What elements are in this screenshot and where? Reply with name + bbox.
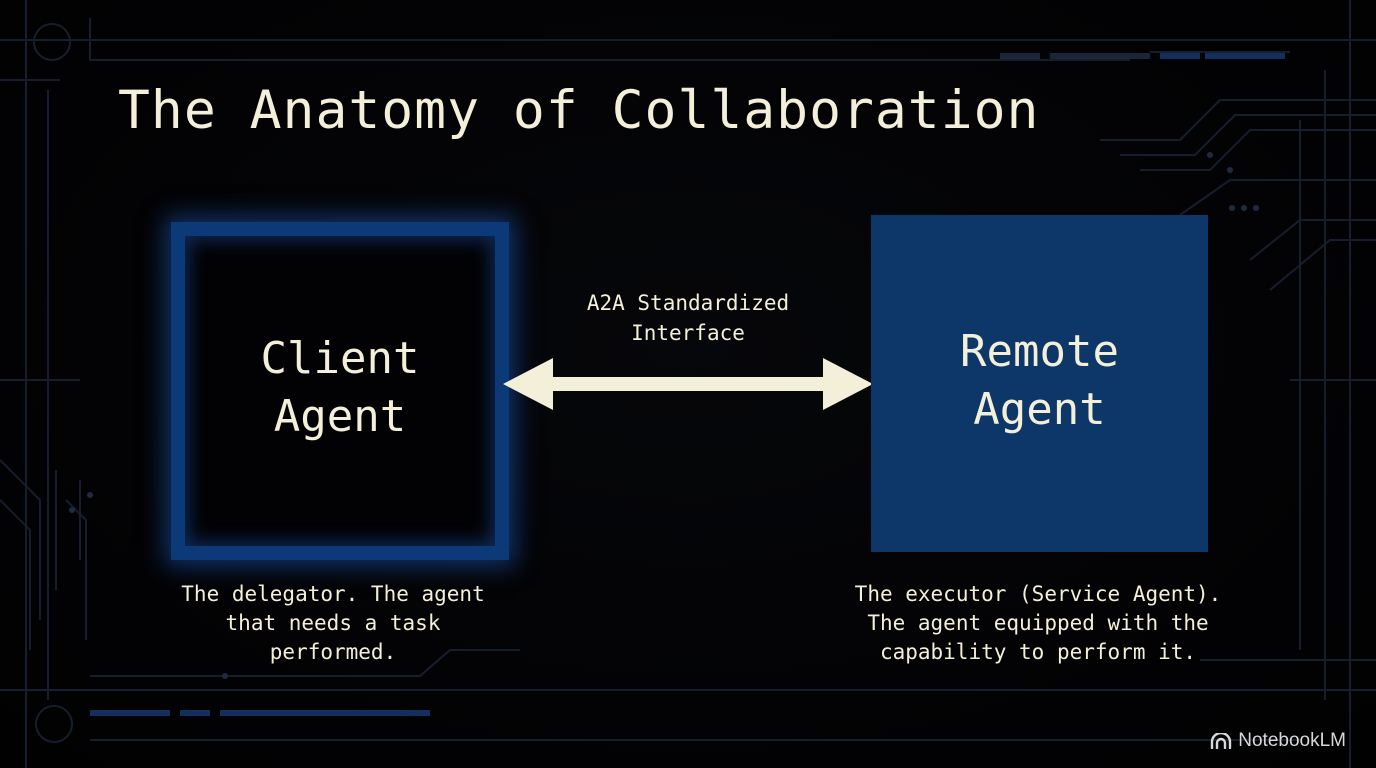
client-agent-description: The delegator. The agent that needs a ta…: [181, 582, 485, 664]
client-agent-label: Client Agent: [260, 333, 420, 442]
slide-title: The Anatomy of Collaboration: [118, 80, 1040, 141]
remote-agent-label: Remote Agent: [960, 325, 1119, 435]
notebooklm-logo-icon: [1211, 733, 1232, 749]
connector-label: A2A Standardized Interface: [586, 291, 790, 345]
remote-agent-description: The executor (Service Agent). The agent …: [854, 582, 1222, 664]
bidirectional-arrow: [503, 358, 873, 410]
client-agent-box: Client Agent: [171, 222, 509, 560]
remote-agent-box: Remote Agent: [871, 215, 1208, 552]
watermark-text: NotebookLM: [1238, 730, 1346, 751]
watermark: NotebookLM: [1210, 730, 1346, 752]
